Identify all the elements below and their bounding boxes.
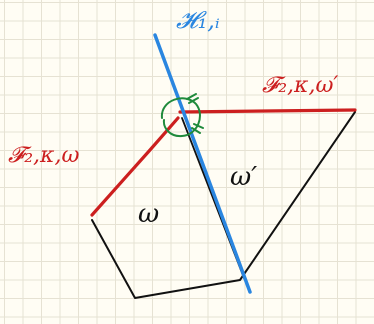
face-left-edge [90,116,180,217]
hyperplane-label: 𝓗₁,ᵢ [176,6,220,34]
angle-mark [160,93,204,138]
face-left-label: 𝓕₂,κ,ω [8,143,79,168]
region-left-label: ω [138,199,159,229]
face-right-label: 𝓕₂,κ,ω′ [262,73,338,98]
face-right-edge [178,108,357,114]
region-right-label: ω′ [230,162,257,192]
hyperplane-line [153,33,252,294]
polygon-outline [91,111,356,299]
